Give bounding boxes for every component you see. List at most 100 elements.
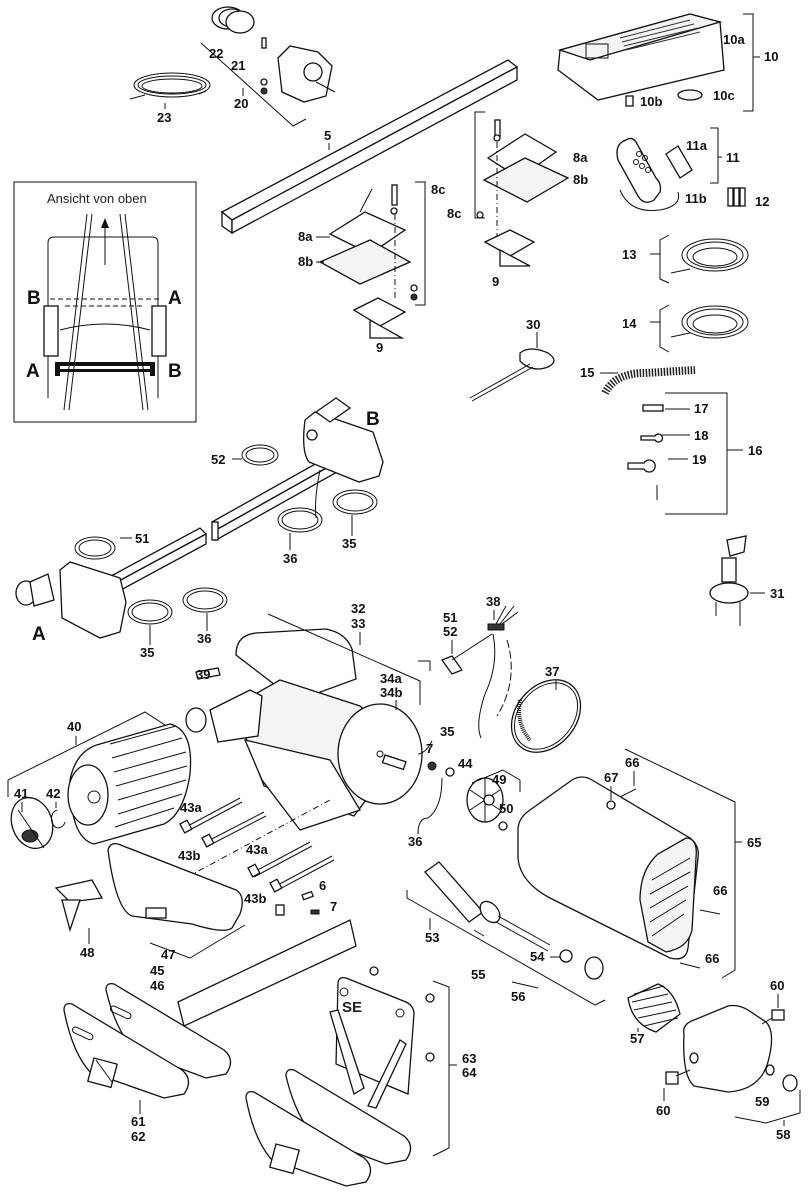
label-14: 14 [622, 316, 637, 331]
label-15: 15 [580, 365, 594, 380]
label-51-unit: 51 [135, 531, 149, 546]
label-47: 47 [161, 947, 175, 962]
label-32: 32 [351, 601, 365, 616]
part-31-key-switch [709, 535, 749, 626]
label-36-unit-b: 36 [283, 551, 297, 566]
label-45: 45 [150, 963, 164, 978]
label-31: 31 [770, 586, 784, 601]
marker-b: B [366, 409, 380, 430]
label-66-mid: 66 [713, 883, 727, 898]
label-11: 11 [726, 150, 740, 165]
label-8b-right: 8b [573, 172, 588, 187]
inset-marker-b-bottom: B [168, 361, 182, 382]
label-19: 19 [692, 452, 706, 467]
label-30: 30 [526, 317, 540, 332]
label-8c-left: 8c [431, 182, 445, 197]
label-43b-1: 43b [178, 848, 200, 863]
label-40: 40 [67, 719, 81, 734]
label-7-bracket: 7 [330, 899, 337, 914]
label-21: 21 [231, 58, 245, 73]
label-63: 63 [462, 1051, 476, 1066]
label-7-motor: 7 [426, 741, 433, 756]
label-66-top: 66 [625, 755, 639, 770]
label-33: 33 [351, 616, 365, 631]
label-38: 38 [486, 594, 500, 609]
label-52-unit: 52 [211, 452, 225, 467]
label-60-top: 60 [770, 978, 784, 993]
label-34a: 34a [380, 671, 402, 686]
label-8c-right: 8c [447, 206, 461, 221]
plate-marking-se: SE [342, 999, 362, 1016]
label-11b: 11b [685, 191, 707, 206]
label-13: 13 [622, 247, 636, 262]
label-54: 54 [530, 949, 545, 964]
label-51-motor: 51 [443, 610, 457, 625]
part-16-terminal-set [627, 404, 664, 500]
inset-marker-a-bottom: A [26, 361, 40, 382]
label-6: 6 [319, 878, 326, 893]
part-51-sensor [418, 605, 519, 739]
label-17: 17 [694, 401, 708, 416]
inset-title: Ansicht von oben [47, 191, 147, 206]
part-63-mounting-bracket-se [245, 966, 435, 1187]
label-59: 59 [755, 1094, 769, 1109]
part-45-cover-plate [54, 842, 243, 933]
label-10b: 10b [640, 94, 662, 109]
part-58-end-housing [665, 1004, 798, 1093]
label-39: 39 [196, 667, 210, 682]
part-61-mounting-bracket [63, 919, 357, 1099]
label-35-unit-b: 35 [342, 536, 356, 551]
part-20-connector-assembly [200, 6, 336, 127]
part-32-motor-housing [185, 628, 423, 831]
label-41: 41 [14, 786, 28, 801]
marker-a: A [32, 624, 46, 645]
label-62: 62 [131, 1129, 145, 1144]
part-14-cable [670, 305, 749, 339]
drive-unit-a [15, 527, 228, 639]
label-67: 67 [604, 770, 618, 785]
label-12: 12 [755, 194, 769, 209]
label-64: 64 [462, 1065, 477, 1080]
part-5-square-tube [220, 59, 519, 235]
label-18: 18 [694, 428, 708, 443]
label-60-bottom: 60 [656, 1103, 670, 1118]
label-8a-right: 8a [573, 150, 588, 165]
label-55: 55 [471, 967, 485, 982]
label-56: 56 [511, 989, 525, 1004]
part-10-control-box [557, 13, 725, 107]
label-34b: 34b [380, 685, 402, 700]
part-30-t-key [469, 348, 555, 402]
part-57-bellows [627, 983, 681, 1033]
part-13-cable [670, 238, 749, 274]
part-23-cable [129, 72, 211, 100]
part-40-roller [67, 723, 192, 845]
label-11a: 11a [686, 138, 708, 153]
label-8a-left: 8a [298, 229, 313, 244]
part-37-hose-clamp [510, 679, 582, 753]
label-48: 48 [80, 945, 94, 960]
label-36-motor: 36 [408, 834, 422, 849]
label-20: 20 [234, 96, 248, 111]
drive-unit-b [211, 397, 384, 542]
label-50: 50 [499, 801, 513, 816]
part-53-spindle [424, 861, 604, 989]
label-37: 37 [545, 664, 559, 679]
part-8-clamp-left [318, 181, 426, 339]
label-9-left: 9 [376, 340, 383, 355]
label-42: 42 [46, 786, 60, 801]
label-8b-left: 8b [298, 254, 313, 269]
part-8-clamp-right [474, 111, 570, 267]
label-49: 49 [492, 772, 506, 787]
label-43a-2: 43a [246, 842, 268, 857]
label-10a: 10a [723, 32, 745, 47]
label-10: 10 [764, 49, 778, 64]
label-23: 23 [157, 110, 171, 125]
inset-top-view: Ansicht von oben [13, 181, 197, 423]
label-61: 61 [131, 1114, 145, 1129]
label-35-unit-a: 35 [140, 645, 154, 660]
label-65: 65 [747, 835, 761, 850]
inset-marker-b-top: B [27, 288, 41, 309]
part-15-spiral-cable [601, 366, 696, 396]
label-10c: 10c [713, 88, 735, 103]
